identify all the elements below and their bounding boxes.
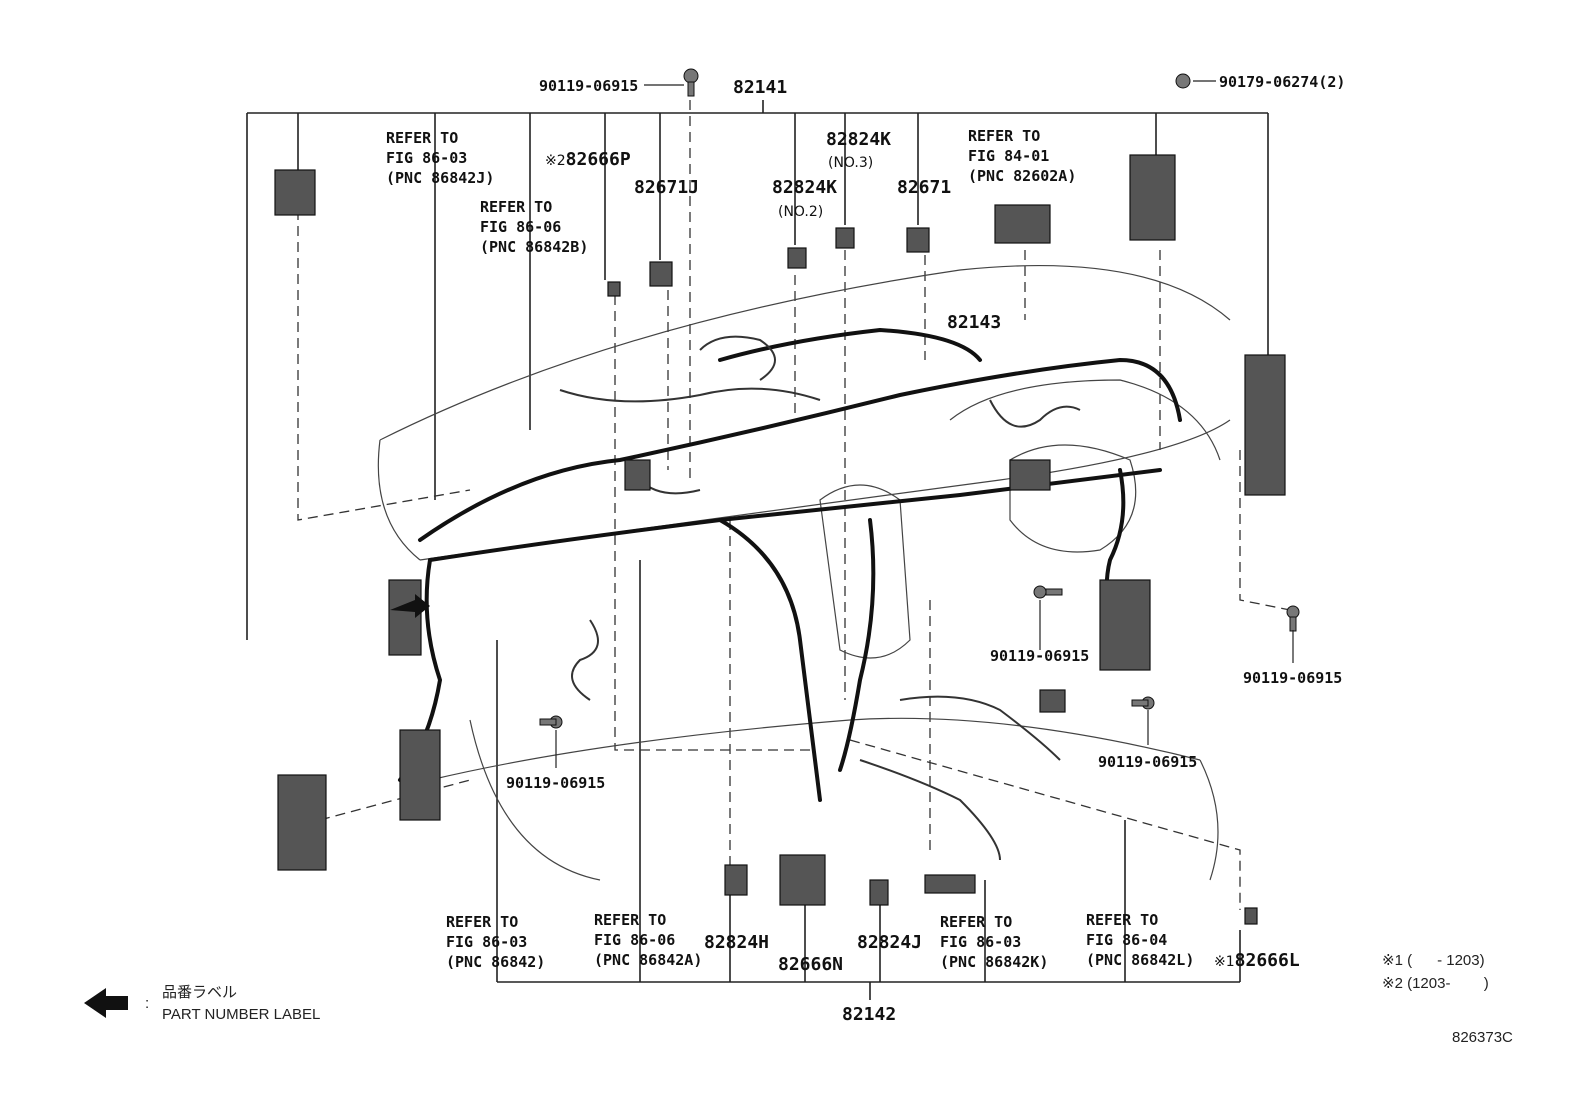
- part-82671-label: 82671: [897, 177, 952, 198]
- legend-arrow-icon: [84, 988, 128, 1018]
- part-label-arrow-icon: [390, 594, 430, 618]
- assembly-82142-label: 82142: [842, 1004, 897, 1025]
- bolt-label-far-right: 90119-06915: [1243, 669, 1343, 687]
- bolt-label-mid-right: 90119-06915: [990, 647, 1090, 665]
- part-82824J-label: 82824J: [857, 932, 923, 953]
- connector-part: [274, 169, 316, 216]
- part-82824K-no3-label: 82824K: [826, 129, 892, 150]
- bolt-label-left-bottom: 90119-06915: [506, 774, 606, 792]
- legend-en: PART NUMBER LABEL: [162, 1006, 321, 1023]
- clip-label-top-right: 90179-06274(2): [1219, 73, 1346, 91]
- bolt-label-top: 90119-06915: [539, 77, 639, 95]
- legend-colon: :: [145, 995, 150, 1012]
- figure-code: 826373C: [1452, 1029, 1513, 1046]
- note-2: ※2 (1203- ): [1382, 975, 1489, 992]
- part-82824K-no3-sub: (NO.3): [828, 155, 874, 171]
- note-1: ※1 ( - 1203): [1382, 952, 1485, 969]
- assembly-82143-label: 82143: [947, 312, 1002, 333]
- part-82671J-label: 82671J: [634, 177, 700, 198]
- part-82824K-no2-label: 82824K: [772, 177, 838, 198]
- bracket-82141: [246, 112, 1269, 640]
- part-82666N-label: 82666N: [778, 954, 844, 975]
- part-82666P-label: ※282666P: [545, 149, 631, 170]
- part-82824K-no2-sub: (NO.2): [778, 204, 824, 220]
- bracket-82142: [497, 981, 1240, 1000]
- part-82824H-label: 82824H: [704, 932, 770, 953]
- bolt-label-right-lower: 90119-06915: [1098, 753, 1198, 771]
- assembly-82141-label: 82141: [733, 77, 788, 98]
- part-82666L-label: ※182666L: [1214, 950, 1300, 971]
- legend-jp: 品番ラベル: [162, 984, 238, 1001]
